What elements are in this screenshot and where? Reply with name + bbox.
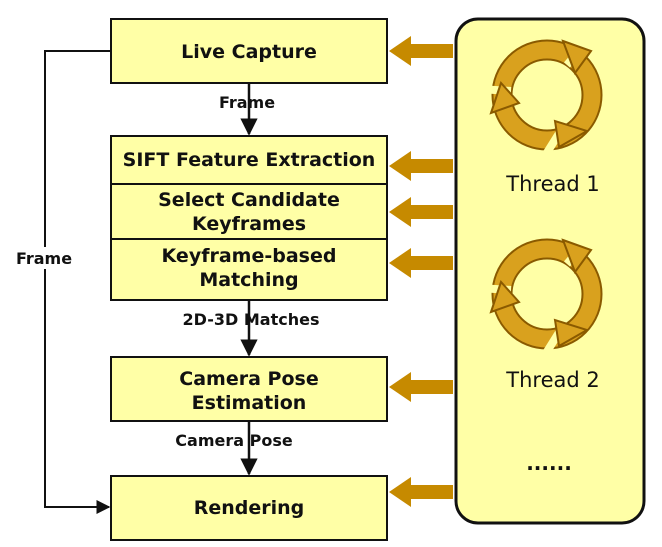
thread-panel	[454, 17, 646, 525]
more-threads-ellipsis: ......	[526, 451, 572, 475]
thread-1-label: Thread 1	[505, 172, 599, 196]
processing-group-box	[110, 135, 388, 301]
live-capture-label: Live Capture	[181, 41, 317, 63]
camera-pose-box	[110, 356, 388, 422]
frame-side-label: Frame	[16, 249, 72, 268]
keyframe-matching-label-1: Keyframe-based	[162, 245, 337, 267]
left-arrow-icon	[389, 197, 453, 227]
left-arrow-icon	[389, 36, 453, 66]
left-arrow-icon	[389, 477, 453, 507]
cycle-arrows-icon	[478, 233, 603, 361]
left-arrow-icon	[389, 248, 453, 278]
rendering-label: Rendering	[194, 497, 305, 519]
sift-label: SIFT Feature Extraction	[123, 149, 376, 171]
live-capture-box	[110, 18, 388, 84]
thread-2-label: Thread 2	[505, 368, 599, 392]
camera-pose-edge-label: Camera Pose	[175, 431, 293, 450]
frame-top-label: Frame	[219, 93, 275, 112]
select-keyframes-label-1: Select Candidate	[158, 189, 340, 211]
left-arrow-icon	[389, 372, 453, 402]
rendering-box	[110, 475, 388, 541]
camera-pose-label-1: Camera Pose	[179, 368, 318, 390]
frame-side-label-bg	[8, 247, 80, 269]
keyframe-matching-label-2: Matching	[199, 269, 298, 291]
left-arrow-icon	[389, 151, 453, 181]
matches-label: 2D-3D Matches	[183, 310, 320, 329]
cycle-arrows-icon	[478, 34, 603, 162]
select-keyframes-label-2: Keyframes	[192, 213, 306, 235]
frame-bypass-arrow	[44, 50, 111, 514]
camera-pose-label-2: Estimation	[192, 392, 307, 414]
